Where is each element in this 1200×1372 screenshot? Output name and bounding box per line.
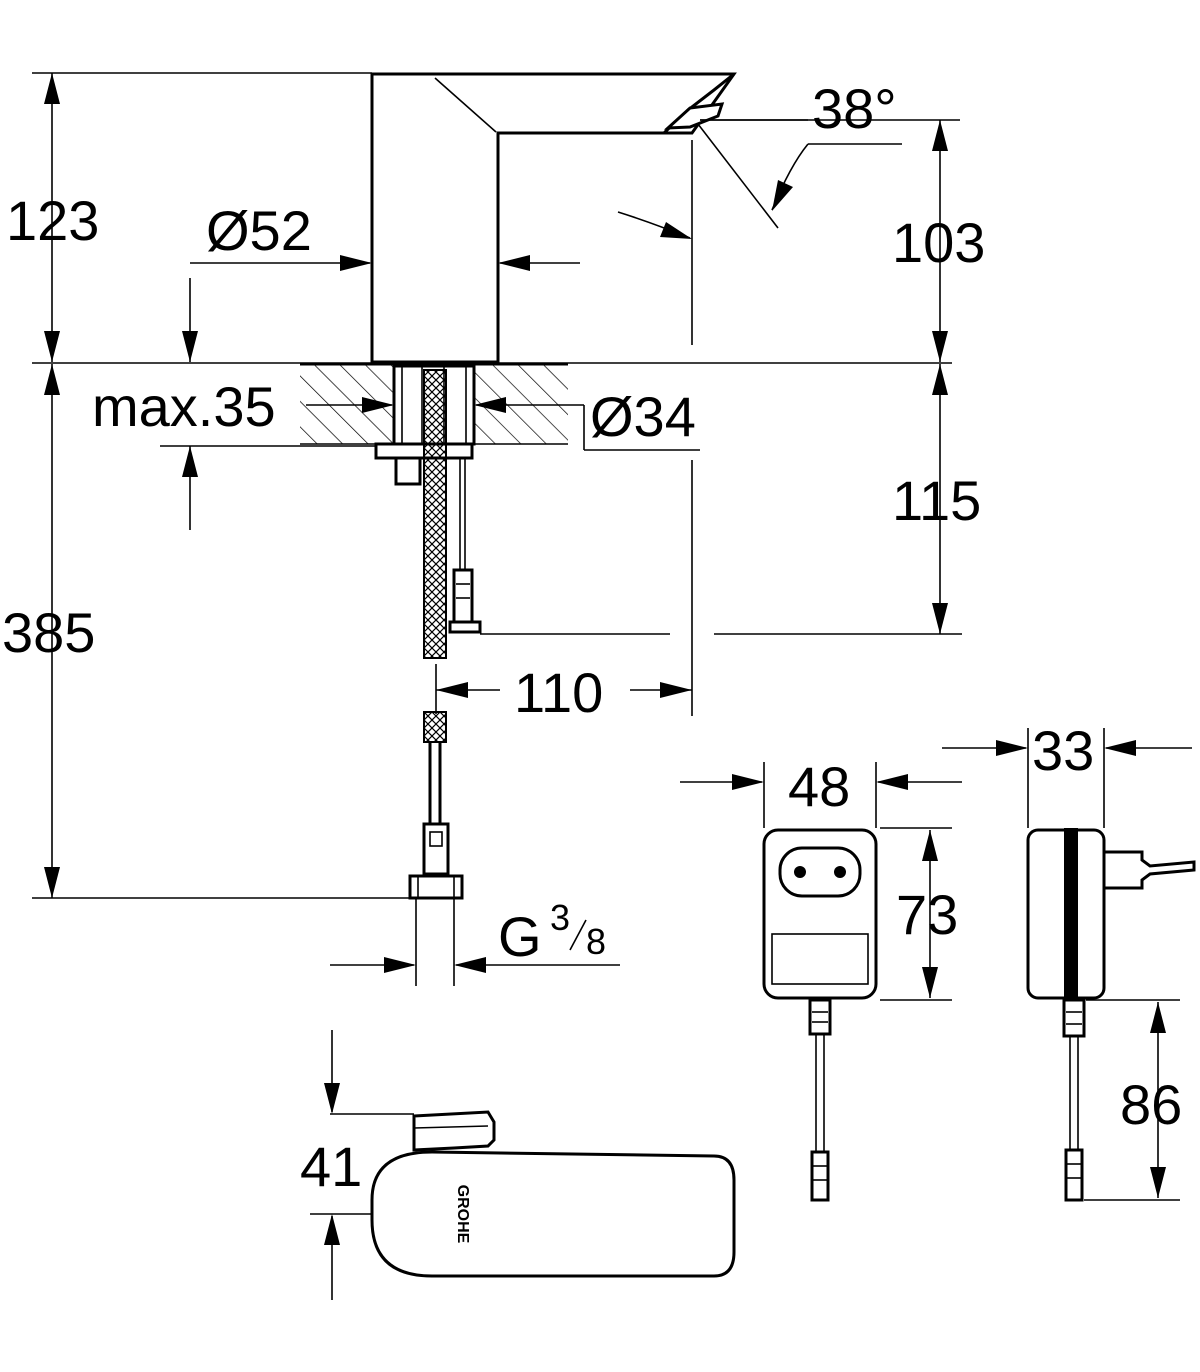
dim-48: 48 xyxy=(788,755,850,818)
dim-max-35: max.35 xyxy=(92,375,276,438)
dim-103: 103 xyxy=(892,211,985,274)
dim-thread-g: G xyxy=(498,905,542,968)
dim-115: 115 xyxy=(892,469,981,532)
dimension-labels: 123 Ø52 38° 103 max.35 Ø34 115 385 110 G… xyxy=(2,77,1182,1198)
supply-hose xyxy=(408,369,464,986)
dim-110: 110 xyxy=(514,661,603,724)
dim-angle-38: 38° xyxy=(812,77,897,140)
dim-thread-numerator: 3 xyxy=(550,897,570,938)
adapter-dimension-lines xyxy=(680,728,1192,1201)
dim-86: 86 xyxy=(1120,1073,1182,1136)
dim-diameter-34: Ø34 xyxy=(590,385,696,448)
dim-41: 41 xyxy=(300,1135,362,1198)
dim-33: 33 xyxy=(1032,719,1094,782)
power-adapter-side xyxy=(1026,828,1196,1202)
faucet-body xyxy=(370,72,737,364)
dim-thread-denominator: 8 xyxy=(586,921,606,962)
dimension-lines xyxy=(32,72,962,973)
power-adapter-front xyxy=(762,828,878,1202)
grohe-logo: GROHE xyxy=(454,1185,471,1244)
dim-73: 73 xyxy=(896,883,958,946)
dim-diameter-52: Ø52 xyxy=(206,199,312,262)
sensor-cable xyxy=(448,458,482,634)
dim-385: 385 xyxy=(2,601,95,664)
dim-123: 123 xyxy=(6,189,99,252)
spout-top-view xyxy=(310,1030,736,1300)
